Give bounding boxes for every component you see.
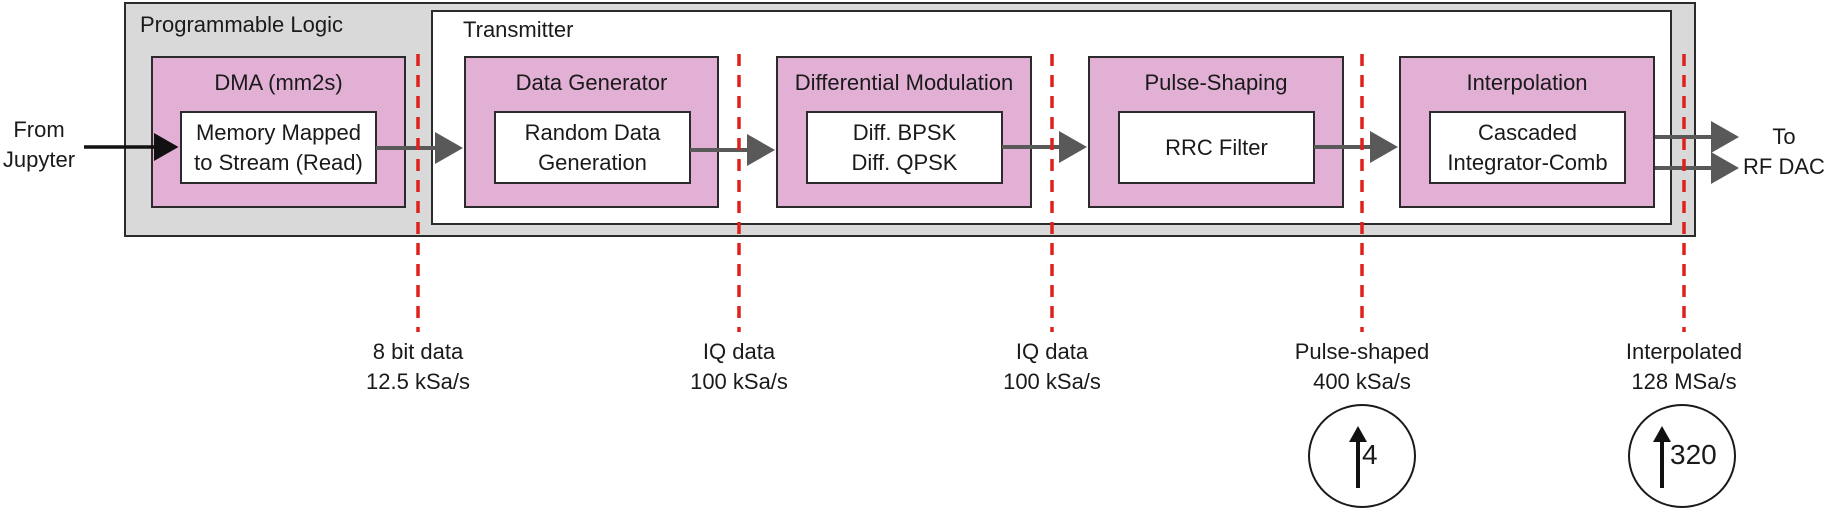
data-generator-block-title: Data Generator <box>515 70 668 95</box>
dma-block: DMA (mm2s) Memory Mapped to Stream (Read… <box>151 56 406 208</box>
upsample-320-circle: 320 <box>1628 404 1736 508</box>
tap-label-1: 8 bit data 12.5 kSa/s <box>343 337 493 397</box>
tap-label-5: Interpolated 128 MSa/s <box>1599 337 1769 397</box>
dma-block-title: DMA (mm2s) <box>214 70 343 95</box>
tap-label-3: IQ data 100 kSa/s <box>977 337 1127 397</box>
differential-modulation-block-title: Differential Modulation <box>794 70 1014 95</box>
data-generator-block: Data Generator Random Data Generation <box>464 56 719 208</box>
differential-modulation-block: Differential Modulation Diff. BPSK Diff.… <box>776 56 1032 208</box>
tap-label-3-type: IQ data <box>1015 339 1089 364</box>
programmable-logic-title: Programmable Logic <box>140 12 343 37</box>
interpolation-block-title: Interpolation <box>1466 70 1588 95</box>
diff-bpsk-qpsk-box: Diff. BPSK Diff. QPSK <box>806 111 1003 184</box>
tap-label-2-rate: 100 kSa/s <box>690 369 788 394</box>
tap-label-2: IQ data 100 kSa/s <box>664 337 814 397</box>
tap-label-2-type: IQ data <box>702 339 776 364</box>
input-label: From Jupyter <box>2 117 76 172</box>
tap-label-5-rate: 128 MSa/s <box>1631 369 1737 394</box>
output-label: To RF DAC <box>1743 124 1825 179</box>
tap-label-4: Pulse-shaped 400 kSa/s <box>1277 337 1447 397</box>
up-arrow-icon <box>1349 426 1367 488</box>
pulse-shaping-block-title: Pulse-Shaping <box>1144 70 1288 95</box>
upsample-4-circle: 4 <box>1308 404 1416 508</box>
cic-box: Cascaded Integrator-Comb <box>1429 111 1626 184</box>
memory-mapped-to-stream-box: Memory Mapped to Stream (Read) <box>180 111 377 184</box>
tap-label-1-type: 8 bit data <box>372 339 464 364</box>
tap-label-4-rate: 400 kSa/s <box>1313 369 1411 394</box>
rrc-filter-box: RRC Filter <box>1118 111 1315 184</box>
pulse-shaping-block: Pulse-Shaping RRC Filter <box>1088 56 1344 208</box>
up-arrow-icon <box>1653 426 1671 488</box>
transmitter-title: Transmitter <box>463 17 574 42</box>
upsample-factor-320: 320 <box>1670 439 1717 470</box>
interpolation-block: Interpolation Cascaded Integrator-Comb <box>1399 56 1655 208</box>
random-data-generation-box: Random Data Generation <box>494 111 691 184</box>
tap-label-4-type: Pulse-shaped <box>1294 339 1430 364</box>
upsample-factor-4: 4 <box>1362 439 1378 470</box>
tap-label-5-type: Interpolated <box>1625 339 1743 364</box>
tap-label-1-rate: 12.5 kSa/s <box>366 369 470 394</box>
tap-label-3-rate: 100 kSa/s <box>1003 369 1101 394</box>
